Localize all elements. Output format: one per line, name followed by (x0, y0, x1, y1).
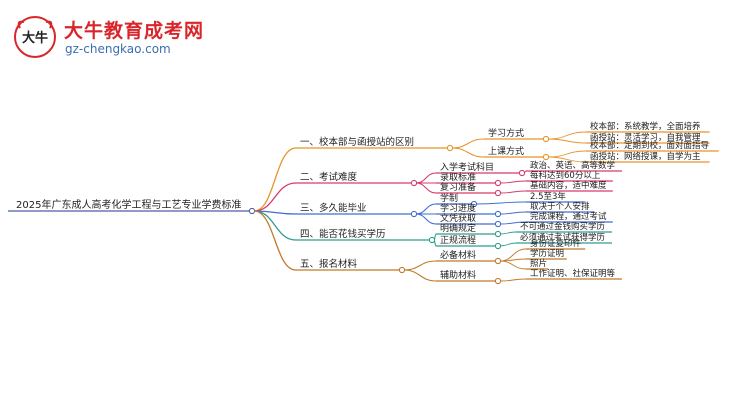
leaf-label: 基础内容，适中难度 (530, 180, 607, 191)
leaf-label: 完成课程，通过考试 (530, 211, 607, 222)
child-label: 必备材料 (440, 249, 476, 261)
leaf-label: 函授站：灵活学习，自我管理 (590, 132, 701, 143)
leaf-label: 照片 (530, 258, 547, 269)
child-dot (494, 257, 502, 265)
child-label: 复习准备 (440, 181, 476, 193)
leaf-connector (499, 211, 527, 215)
child-dot (494, 210, 502, 218)
branch-connector (253, 182, 297, 212)
root-connector-dot (248, 207, 256, 215)
child-connector (451, 147, 485, 158)
child-label: 学习进度 (440, 202, 476, 214)
leaf-label: 政治、英语、高等数学 (530, 160, 616, 171)
svg-text:大牛: 大牛 (22, 30, 48, 46)
branch-connector (253, 210, 297, 271)
leaf-connector (547, 156, 587, 163)
branch-dot (410, 179, 418, 187)
leaf-label: 不可通过金钱购买学历 (520, 221, 606, 232)
branch-label: 三、多久能毕业 (300, 202, 367, 214)
leaf-connector (547, 150, 587, 158)
leaf-connector (499, 260, 527, 270)
branch-label: 一、校本部与函授站的区别 (300, 136, 414, 148)
leaf-label: 身份证复印件 (530, 238, 582, 249)
leaf-label: 2.5至3年 (530, 191, 566, 202)
child-label: 录取标准 (440, 171, 476, 183)
branch-dot (398, 266, 406, 274)
child-label: 明确规定 (440, 222, 476, 234)
child-connector (415, 182, 437, 194)
branch-connector (253, 210, 297, 241)
leaf-connector (499, 231, 517, 235)
brand-url: gz-chengkao.com (65, 42, 171, 56)
branch-dot (410, 210, 418, 218)
leaf-connector (499, 258, 527, 262)
leaf-connector (499, 278, 527, 282)
child-connector (433, 239, 437, 247)
branch-dot (446, 144, 454, 152)
child-dot (494, 277, 502, 285)
child-label: 上课方式 (488, 145, 524, 157)
leaf-connector (499, 242, 517, 247)
leaf-label: 校本部：定期到校，面对面指导 (590, 140, 710, 151)
leaf-label: 必须通过考试获得学历 (520, 232, 606, 243)
child-connector (415, 213, 437, 225)
child-connector (415, 203, 437, 215)
leaf-label: 函授站：网络授课，自学为主 (590, 151, 701, 162)
root-node-label: 2025年广东成人高考化学工程与工艺专业学费标准 (16, 198, 241, 211)
child-dot (494, 230, 502, 238)
child-label: 正规流程 (440, 234, 476, 246)
leaf-connector (499, 180, 527, 184)
child-connector (433, 233, 437, 241)
child-dot (542, 135, 550, 143)
child-dot (542, 153, 550, 161)
brand-name: 大牛教育成考网 (64, 20, 205, 42)
leaf-label: 取决于个人安排 (530, 201, 590, 212)
child-dot (494, 189, 502, 197)
bull-logo-icon: 大牛 (14, 16, 56, 58)
leaf-connector (475, 201, 527, 205)
child-label: 学习方式 (488, 127, 524, 139)
child-connector (451, 138, 485, 149)
leaf-label: 工作证明、社保证明等 (530, 268, 616, 279)
leaf-connector (547, 138, 587, 144)
branch-dot (428, 236, 436, 244)
child-dot (518, 169, 526, 177)
branch-connector (253, 147, 297, 212)
child-dot (494, 242, 502, 250)
child-dot (494, 220, 502, 228)
leaf-connector (547, 131, 587, 140)
leaf-label: 每科达到60分以上 (530, 170, 601, 181)
leaf-label: 校本部：系统教学，全面培养 (590, 121, 701, 132)
leaf-connector (499, 190, 527, 194)
leaf-connector (499, 221, 527, 225)
child-connector (403, 269, 437, 282)
leaf-connector (523, 170, 527, 174)
child-label: 学制 (440, 192, 458, 204)
child-label: 文凭获取 (440, 212, 476, 224)
child-label: 入学考试科目 (440, 161, 494, 173)
branch-label: 二、考试难度 (300, 171, 358, 183)
branch-label: 四、能否花钱买学历 (300, 228, 386, 240)
site-logo[interactable]: 大牛 大牛教育成考网 gz-chengkao.com (12, 14, 272, 60)
child-connector (403, 260, 437, 271)
leaf-label: 学历证明 (530, 248, 564, 259)
child-dot (494, 179, 502, 187)
child-connector (415, 172, 437, 184)
child-label: 辅助材料 (440, 269, 476, 281)
branch-label: 五、报名材料 (300, 258, 358, 270)
